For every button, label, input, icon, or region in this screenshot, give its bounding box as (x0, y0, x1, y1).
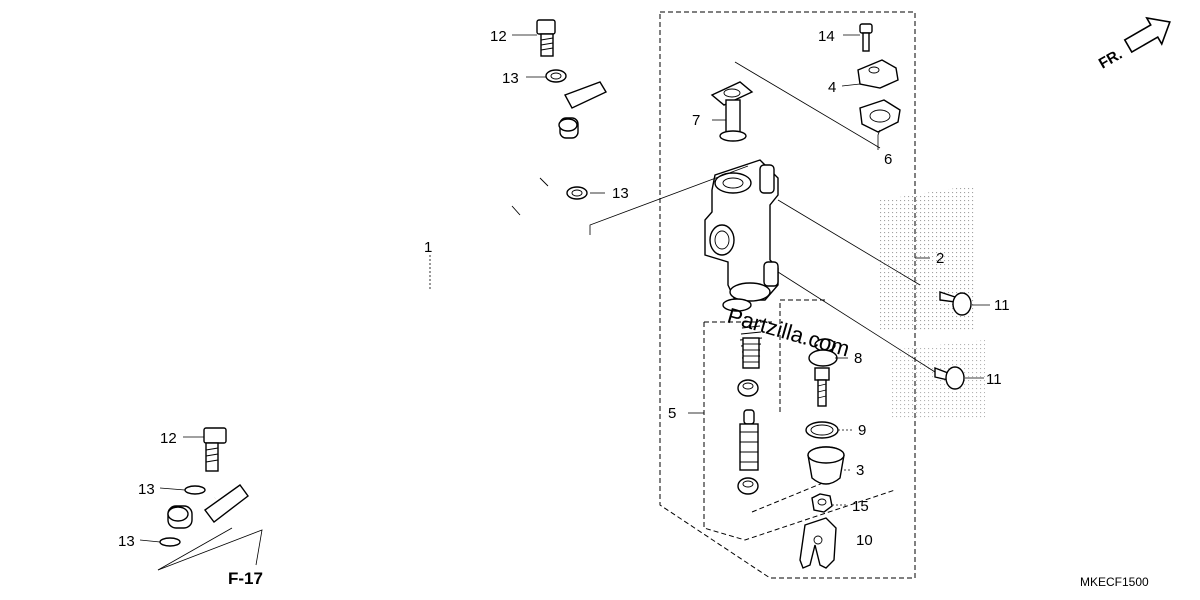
washer-lower-1 (184, 485, 206, 495)
label-part-5: 5 (668, 405, 676, 422)
label-part-13-c: 13 (138, 481, 155, 498)
stipple-shading (880, 185, 985, 420)
arrow-icon (1123, 16, 1171, 54)
label-part-2: 2 (936, 250, 944, 267)
reservoir-joint (710, 81, 754, 142)
banjo-bolt-upper (536, 19, 556, 57)
diagram-code: MKECF1500 (1080, 575, 1149, 589)
label-part-13-a: 13 (502, 70, 519, 87)
nut-15 (811, 493, 833, 513)
label-part-15: 15 (852, 498, 869, 515)
clevis (799, 517, 837, 569)
bolt-11-upper (939, 291, 972, 316)
label-part-6: 6 (884, 151, 892, 168)
boot (807, 446, 845, 485)
diaphragm-6 (859, 99, 901, 133)
washer-upper-1 (545, 69, 567, 83)
front-label: FR. (1096, 46, 1125, 73)
banjo-bolt-lower (203, 427, 227, 472)
master-cylinder-body (704, 159, 779, 312)
label-part-11-lower: 11 (986, 371, 1002, 388)
label-part-4: 4 (828, 79, 836, 96)
assembly-outline (659, 11, 916, 579)
label-part-3: 3 (856, 462, 864, 479)
label-part-9: 9 (858, 422, 866, 439)
leader-lines (139, 34, 990, 571)
washer-lower-2 (159, 537, 181, 547)
label-part-14: 14 (818, 28, 835, 45)
label-part-8: 8 (854, 350, 862, 367)
label-part-13-b: 13 (612, 185, 629, 202)
label-part-10: 10 (856, 532, 873, 549)
label-part-12-lower: 12 (160, 430, 177, 447)
push-rod (808, 338, 838, 407)
circlip (805, 421, 839, 439)
label-part-11-upper: 11 (994, 297, 1010, 314)
label-part-1: 1 (424, 239, 432, 256)
piston-set (737, 325, 763, 495)
cover-4 (857, 59, 899, 89)
label-part-13-d: 13 (118, 533, 135, 550)
front-direction-indicator: FR. (1096, 16, 1171, 73)
screw-14 (859, 23, 873, 52)
label-part-7: 7 (692, 112, 700, 129)
bolt-11-lower (934, 366, 965, 390)
part-labels: 1 2 3 4 5 6 7 8 9 10 11 11 12 12 13 13 1… (118, 28, 1010, 550)
washer-upper-2 (566, 186, 588, 200)
brake-hose (167, 81, 610, 529)
reference-label: F-17 (228, 569, 263, 588)
label-part-12-upper: 12 (490, 28, 507, 45)
